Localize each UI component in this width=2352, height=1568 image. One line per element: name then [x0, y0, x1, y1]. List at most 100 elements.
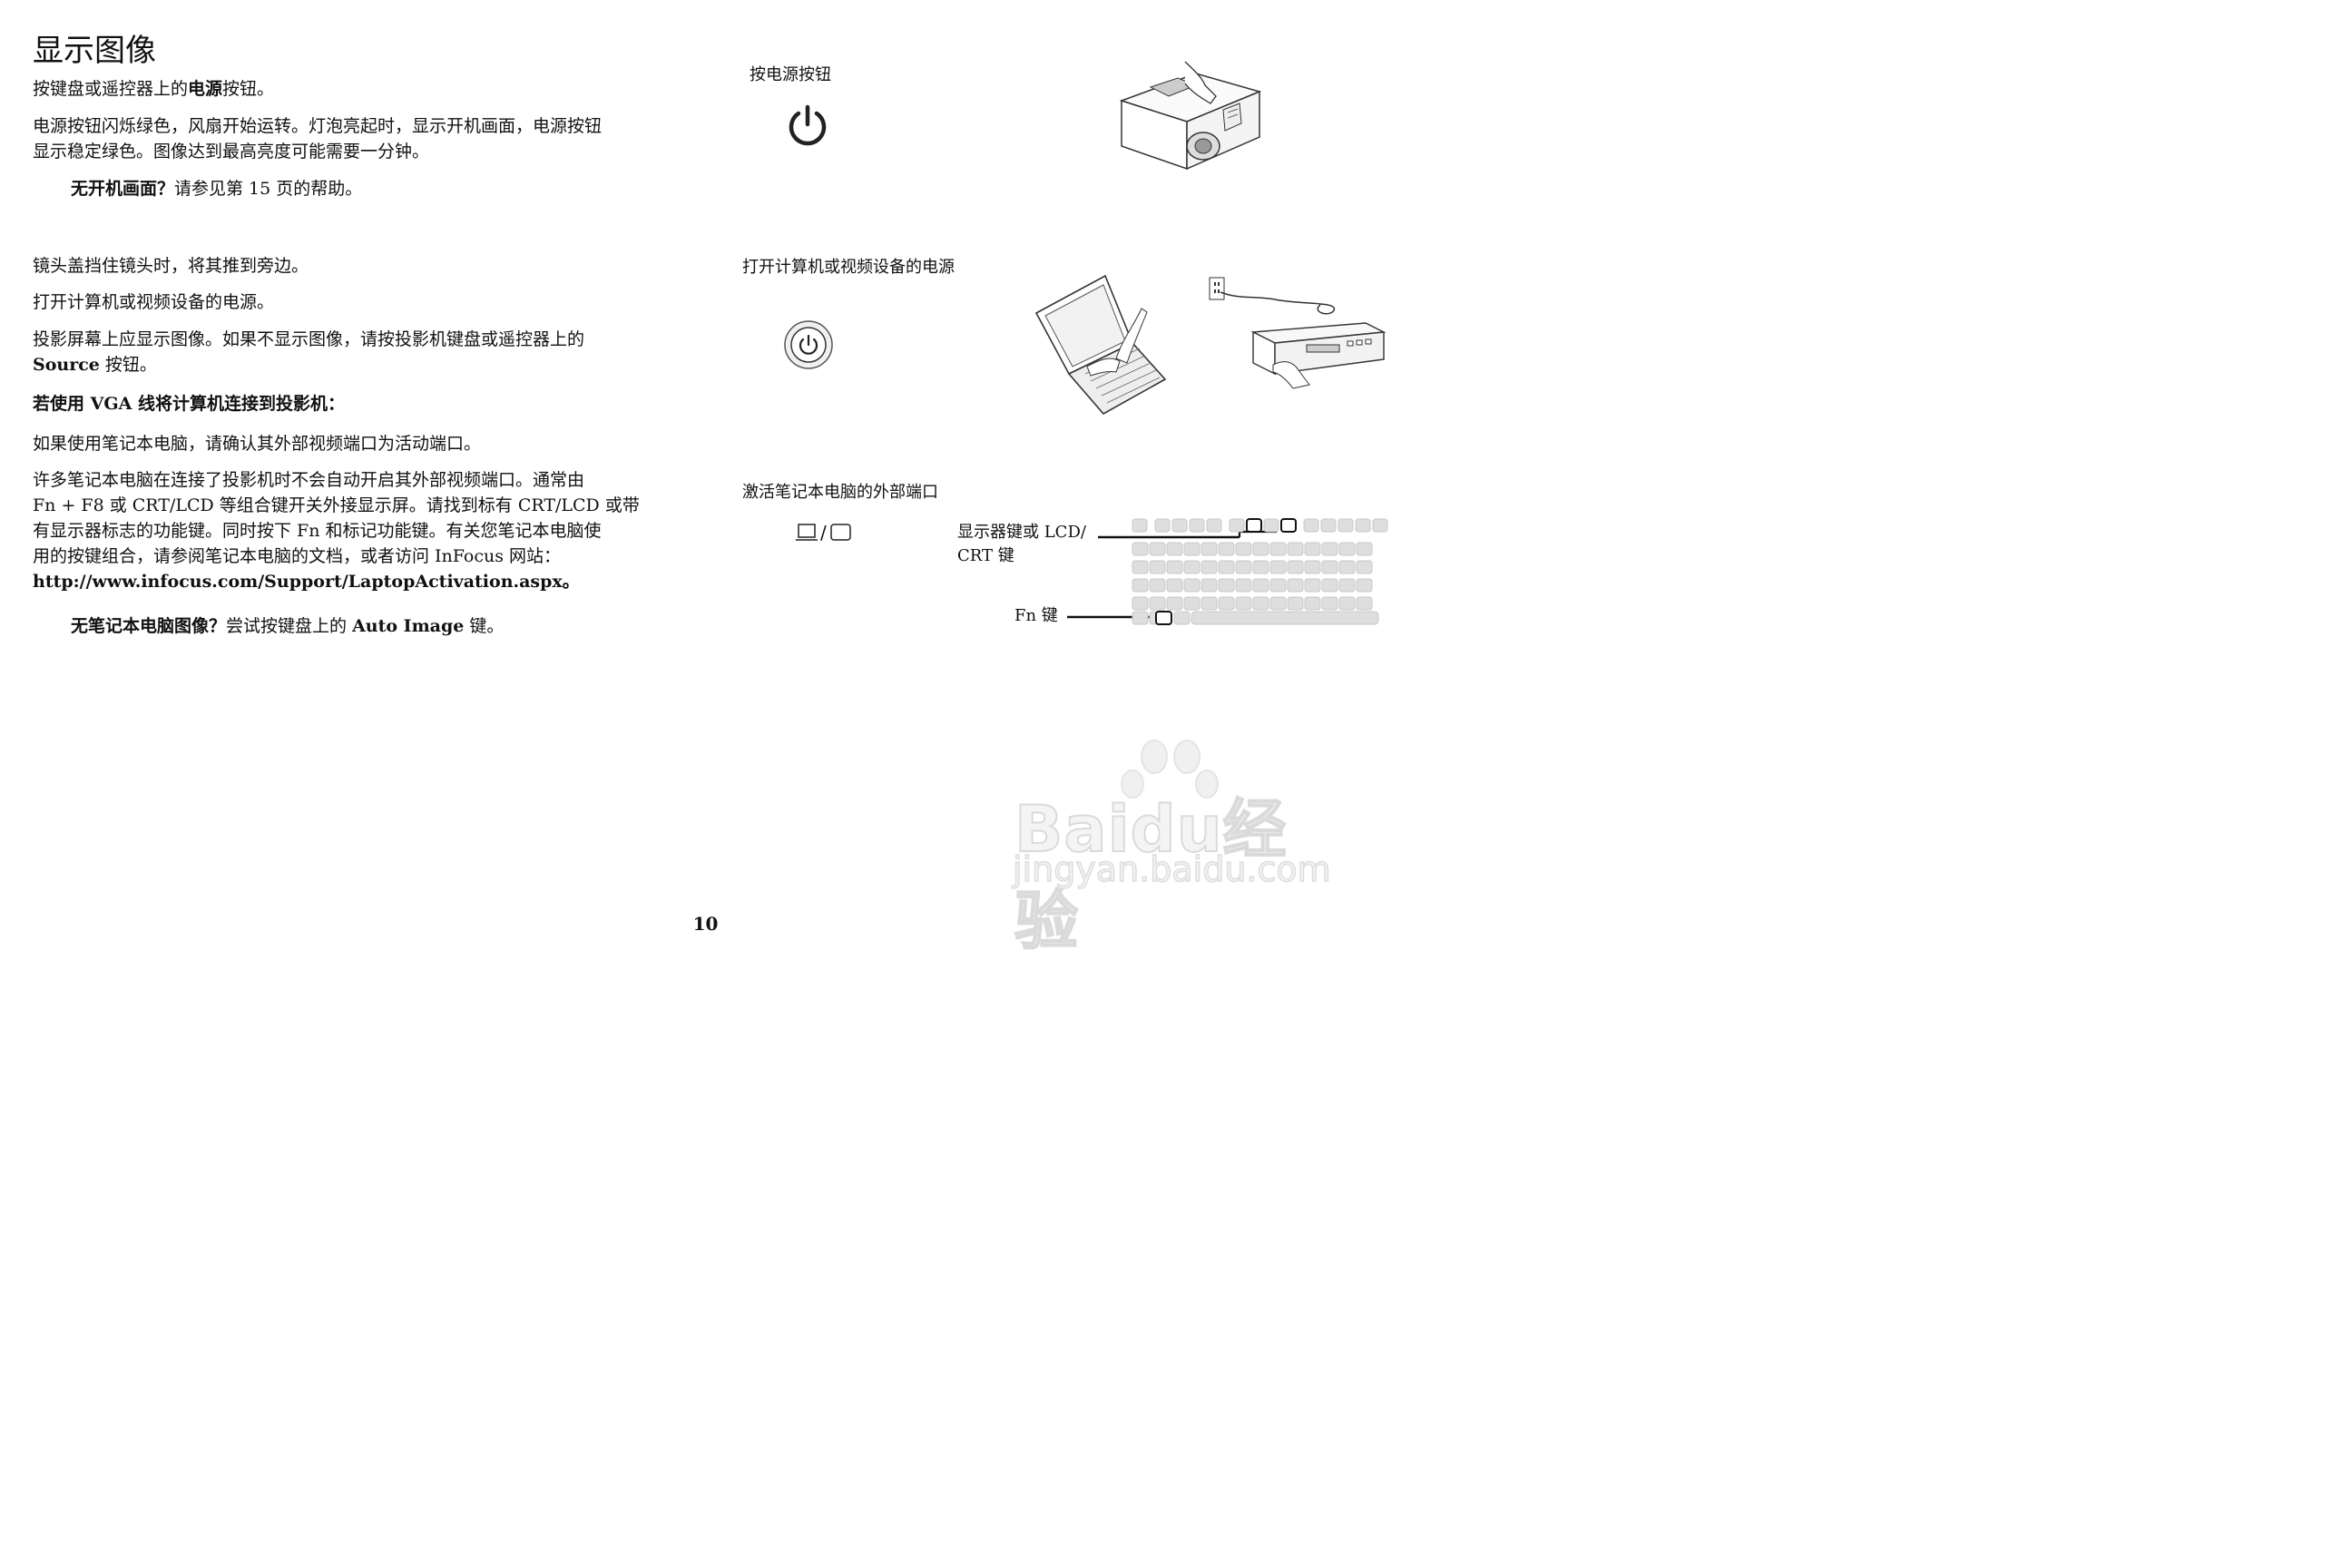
keyboard-key [1304, 578, 1321, 593]
keyboard-key [1173, 611, 1191, 625]
text-line: 许多笔记本电脑在连接了投影机时不会自动开启其外部视频端口。通常由 [33, 470, 585, 490]
keyboard-key [1149, 596, 1166, 611]
slash: / [820, 522, 827, 544]
figure-caption-device-power: 打开计算机或视频设备的电源 [742, 258, 955, 277]
keyboard-key [1269, 542, 1287, 556]
paragraph-source-button: 投影屏幕上应显示图像。如果不显示图像，请按投影机键盘或遥控器上的 Source … [33, 327, 695, 377]
keyboard-key [1218, 596, 1235, 611]
keyboard-key [1183, 560, 1200, 574]
keyboard-key [1132, 578, 1149, 593]
keyboard-key [1321, 542, 1338, 556]
text: 按钮。 [222, 79, 275, 99]
text-line: Fn + F8 或 CRT/LCD 等组合键开关外接显示屏。请找到标有 CRT/… [33, 495, 640, 515]
power-term: 电源 [188, 79, 223, 99]
laptop-illustration [1034, 274, 1167, 416]
page-number: 10 [692, 913, 719, 935]
callout-fn-key: Fn 键 [1014, 606, 1058, 625]
baidu-paw-logo [1121, 740, 1219, 799]
source-term: Source [33, 355, 100, 375]
keyboard-key [1356, 578, 1373, 593]
keyboard-key [1252, 578, 1269, 593]
callout-display-key: 显示器键或 LCD/ CRT 键 [957, 521, 1086, 568]
auto-image-term: Auto Image [352, 616, 465, 636]
keyboard-key [1252, 596, 1269, 611]
keyboard-key [1338, 560, 1356, 574]
power-button-icon [784, 320, 833, 369]
text-line: 有显示器标志的功能键。同时按下 Fn 和标记功能键。有关您笔记本电脑使 [33, 521, 602, 541]
keyboard-key [1321, 578, 1338, 593]
power-icon [789, 104, 827, 146]
keyboard-key [1132, 542, 1149, 556]
fn-key-highlight [1155, 611, 1172, 625]
keyboard-key [1166, 542, 1183, 556]
video-device-illustration [1209, 277, 1387, 389]
keyboard-key [1320, 518, 1337, 533]
paragraph-turn-on-source: 打开计算机或视频设备的电源。 [33, 292, 275, 312]
lcd-crt-key-symbol: / [795, 522, 852, 544]
keyboard-key [1338, 596, 1356, 611]
keyboard-key [1252, 560, 1269, 574]
keyboard-key [1218, 578, 1235, 593]
keyboard-key [1263, 518, 1279, 533]
keyboard-key [1269, 578, 1287, 593]
keyboard-key [1304, 560, 1321, 574]
paragraph-power-status: 电源按钮闪烁绿色，风扇开始运转。灯泡亮起时，显示开机画面，电源按钮 显示稳定绿色… [33, 113, 695, 164]
keyboard-key [1218, 542, 1235, 556]
keyboard-key [1206, 518, 1222, 533]
watermark-url: jingyan.baidu.com [1012, 848, 1331, 890]
keyboard-key [1200, 596, 1218, 611]
keyboard-key [1355, 518, 1371, 533]
laptop-icon [796, 524, 818, 541]
projector-illustration [1119, 61, 1262, 171]
keyboard-key [1303, 518, 1319, 533]
page-title: 显示图像 [33, 33, 156, 69]
keyboard-illustration [1067, 518, 1388, 625]
keyboard-key [1171, 518, 1188, 533]
keyboard-key [1189, 518, 1205, 533]
keyboard-key [1338, 518, 1354, 533]
keyboard-key [1338, 542, 1356, 556]
keyboard-key [1229, 518, 1245, 533]
keyboard-key [1154, 518, 1171, 533]
keyboard-key [1183, 596, 1200, 611]
keyboard-key [1252, 542, 1269, 556]
tip-text: 尝试按键盘上的 [226, 616, 353, 636]
tip-heading: 无开机画面？ [71, 179, 175, 199]
keyboard-key [1200, 560, 1218, 574]
keyboard-key [1235, 542, 1252, 556]
keyboard-key [1338, 578, 1356, 593]
tip-text: 键。 [464, 616, 505, 636]
text-line: 显示稳定绿色。图像达到最高亮度可能需要一分钟。 [33, 142, 430, 162]
text-line: Source 按钮。 [33, 352, 695, 377]
keyboard-key [1166, 596, 1183, 611]
text: 按键盘或遥控器上的 [33, 79, 189, 99]
keyboard-key [1149, 560, 1166, 574]
fn-function-key-highlight [1280, 518, 1297, 533]
text-line: 用的按键组合，请参阅笔记本电脑的文档，或者访问 InFocus 网站： [33, 546, 562, 566]
keyboard-key [1321, 560, 1338, 574]
keyboard-key [1287, 560, 1304, 574]
keyboard-key [1132, 596, 1149, 611]
keyboard-key [1166, 578, 1183, 593]
keyboard-key [1235, 596, 1252, 611]
keyboard-key [1287, 578, 1304, 593]
tip-heading: 无笔记本电脑图像？ [71, 616, 227, 636]
keyboard-key [1132, 611, 1149, 625]
keyboard-key [1269, 596, 1287, 611]
paragraph-laptop-check: 如果使用笔记本电脑，请确认其外部视频端口为活动端口。 [33, 434, 482, 454]
keyboard-key [1356, 542, 1373, 556]
keyboard-key [1149, 542, 1166, 556]
keyboard-key [1287, 542, 1304, 556]
paragraph-laptop-activation: 许多笔记本电脑在连接了投影机时不会自动开启其外部视频端口。通常由 Fn + F8… [33, 467, 695, 594]
fn-function-key-highlight [1246, 518, 1262, 533]
text: 按钮。 [99, 355, 157, 375]
section-heading-vga: 若使用 VGA 线将计算机连接到投影机： [33, 394, 345, 414]
monitor-icon [830, 524, 851, 541]
keyboard-key [1166, 560, 1183, 574]
paragraph-lens-cap: 镜头盖挡住镜头时，将其推到旁边。 [33, 256, 309, 276]
space-bar [1191, 611, 1379, 625]
keyboard-key [1200, 578, 1218, 593]
keyboard-key [1356, 560, 1373, 574]
infocus-url: http://www.infocus.com/Support/LaptopAct… [33, 572, 580, 592]
keyboard-key [1183, 542, 1200, 556]
